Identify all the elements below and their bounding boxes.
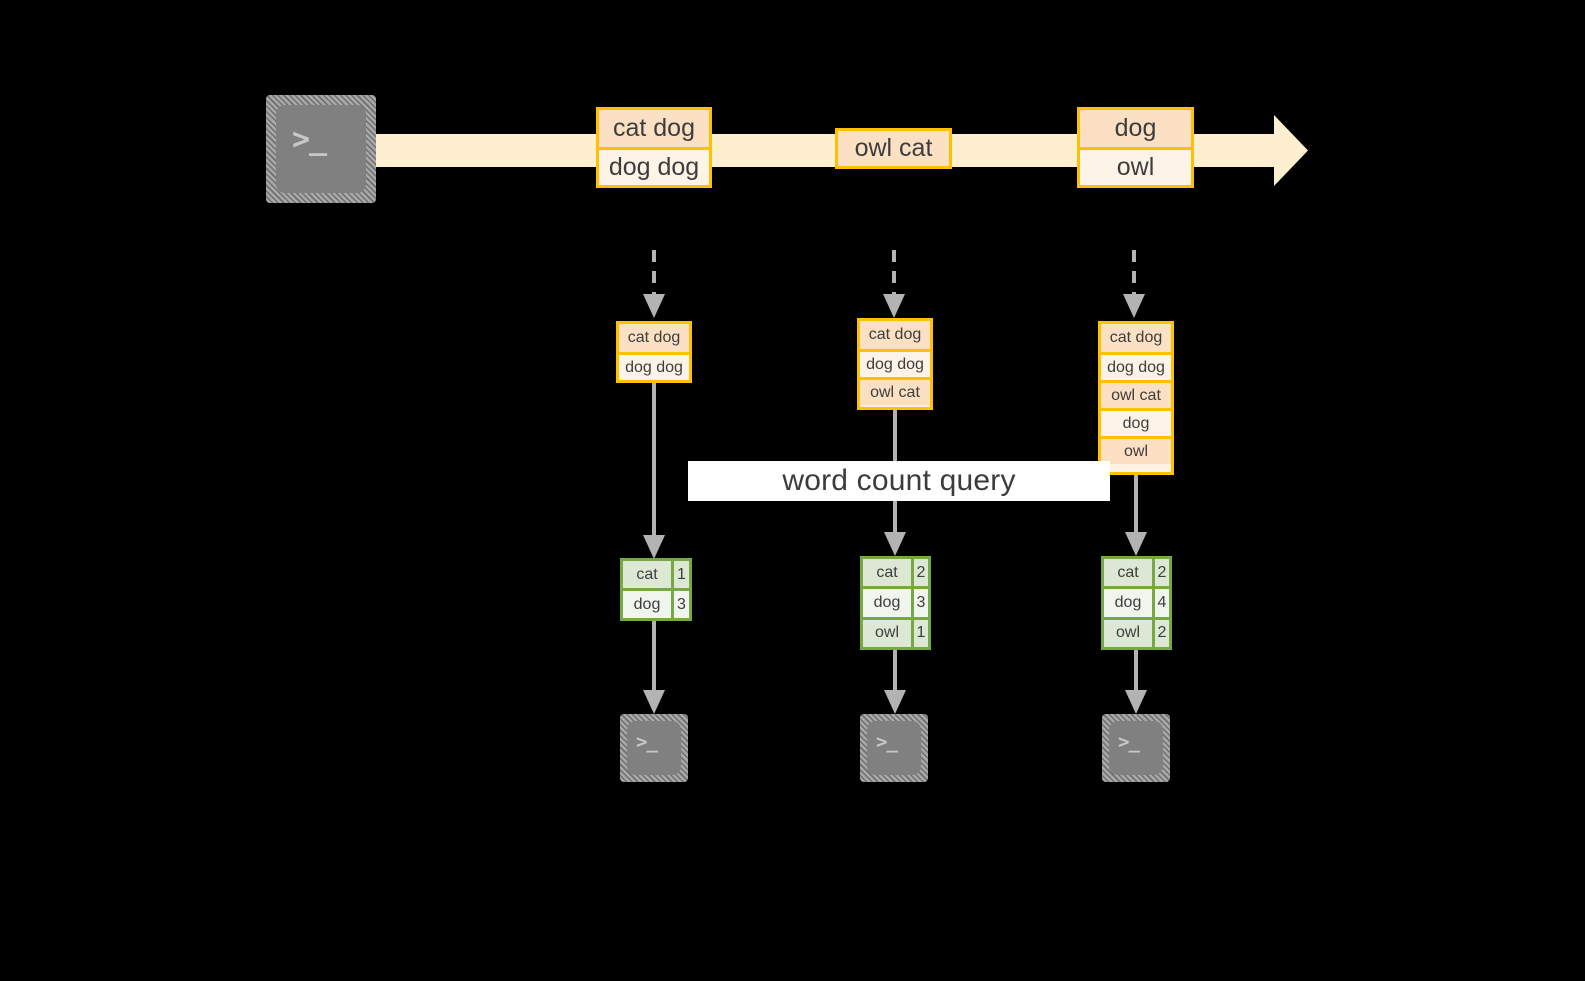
input-line: dog dog bbox=[1101, 352, 1171, 380]
terminal-body bbox=[276, 105, 366, 193]
input-line: dog bbox=[1101, 408, 1171, 436]
result-count: 4 bbox=[1152, 589, 1169, 617]
result-table-2: cat 2 dog 3 owl 1 bbox=[860, 556, 931, 650]
batch-line: dog dog bbox=[599, 147, 709, 185]
terminal-prompt-glyph: >_ bbox=[1118, 731, 1140, 753]
result-word: dog bbox=[863, 589, 911, 617]
input-line: owl cat bbox=[860, 377, 930, 405]
table-row: cat 1 bbox=[623, 561, 689, 588]
result-word: cat bbox=[863, 559, 911, 587]
table-row: dog 3 bbox=[623, 588, 689, 618]
terminal-prompt-glyph: >_ bbox=[292, 122, 327, 157]
trigger-dashed-arrow-3 bbox=[1114, 250, 1154, 322]
query-arrow-3 bbox=[1116, 475, 1156, 558]
result-count: 3 bbox=[911, 589, 928, 617]
sink-arrow-3 bbox=[1116, 650, 1156, 716]
sink-terminal-icon-2: >_ bbox=[860, 714, 928, 782]
query-arrow-1 bbox=[634, 383, 674, 561]
timeline-batch-1: cat dog dog dog bbox=[596, 107, 712, 188]
batch-line: owl bbox=[1080, 147, 1191, 185]
table-row: dog 3 bbox=[863, 586, 928, 617]
input-line: dog dog bbox=[860, 349, 930, 377]
sink-terminal-icon-1: >_ bbox=[620, 714, 688, 782]
result-count: 2 bbox=[1152, 559, 1169, 587]
result-word: owl bbox=[1104, 619, 1152, 647]
input-line: cat dog bbox=[619, 324, 689, 352]
result-count: 1 bbox=[671, 561, 689, 588]
terminal-prompt-glyph: >_ bbox=[636, 731, 658, 753]
query-label-text: word count query bbox=[782, 464, 1016, 497]
terminal-body bbox=[1109, 721, 1163, 775]
batch-line: dog bbox=[1080, 110, 1191, 147]
terminal-body bbox=[627, 721, 681, 775]
sink-terminal-icon-3: >_ bbox=[1102, 714, 1170, 782]
input-line: dog dog bbox=[619, 352, 689, 380]
result-table-3: cat 2 dog 4 owl 2 bbox=[1101, 556, 1172, 650]
table-row: cat 2 bbox=[863, 559, 928, 587]
timeline-batch-2: owl cat bbox=[835, 128, 952, 169]
result-table-1: cat 1 dog 3 bbox=[620, 558, 692, 621]
accumulated-input-1: cat dog dog dog bbox=[616, 321, 692, 383]
result-word: dog bbox=[1104, 589, 1152, 617]
batch-line: cat dog bbox=[599, 110, 709, 147]
trigger-dashed-arrow-1 bbox=[634, 250, 674, 322]
sink-arrow-2 bbox=[875, 650, 915, 716]
result-word: cat bbox=[1104, 559, 1152, 587]
terminal-body bbox=[867, 721, 921, 775]
input-line: cat dog bbox=[860, 321, 930, 349]
result-word: cat bbox=[623, 561, 671, 588]
input-line: cat dog bbox=[1101, 324, 1171, 352]
sink-arrow-1 bbox=[634, 621, 674, 716]
query-label-band: word count query bbox=[688, 461, 1110, 501]
trigger-dashed-arrow-2 bbox=[874, 250, 914, 322]
stream-timeline-arrowhead bbox=[1236, 115, 1308, 186]
timeline-batch-3: dog owl bbox=[1077, 107, 1194, 188]
accumulated-input-2: cat dog dog dog owl cat bbox=[857, 318, 933, 410]
result-count: 2 bbox=[1152, 619, 1169, 647]
table-row: owl 2 bbox=[1104, 616, 1169, 647]
table-row: cat 2 bbox=[1104, 559, 1169, 587]
table-row: dog 4 bbox=[1104, 586, 1169, 617]
accumulated-input-3: cat dog dog dog owl cat dog owl bbox=[1098, 321, 1174, 475]
result-count: 2 bbox=[911, 559, 928, 587]
source-terminal-icon: >_ bbox=[266, 95, 376, 203]
input-line: owl cat bbox=[1101, 380, 1171, 408]
input-line: owl bbox=[1101, 436, 1171, 464]
result-word: owl bbox=[863, 619, 911, 647]
result-count: 1 bbox=[911, 619, 928, 647]
table-row: owl 1 bbox=[863, 616, 928, 647]
terminal-prompt-glyph: >_ bbox=[876, 731, 898, 753]
result-count: 3 bbox=[671, 591, 689, 618]
batch-line: owl cat bbox=[838, 131, 949, 166]
result-word: dog bbox=[623, 591, 671, 618]
